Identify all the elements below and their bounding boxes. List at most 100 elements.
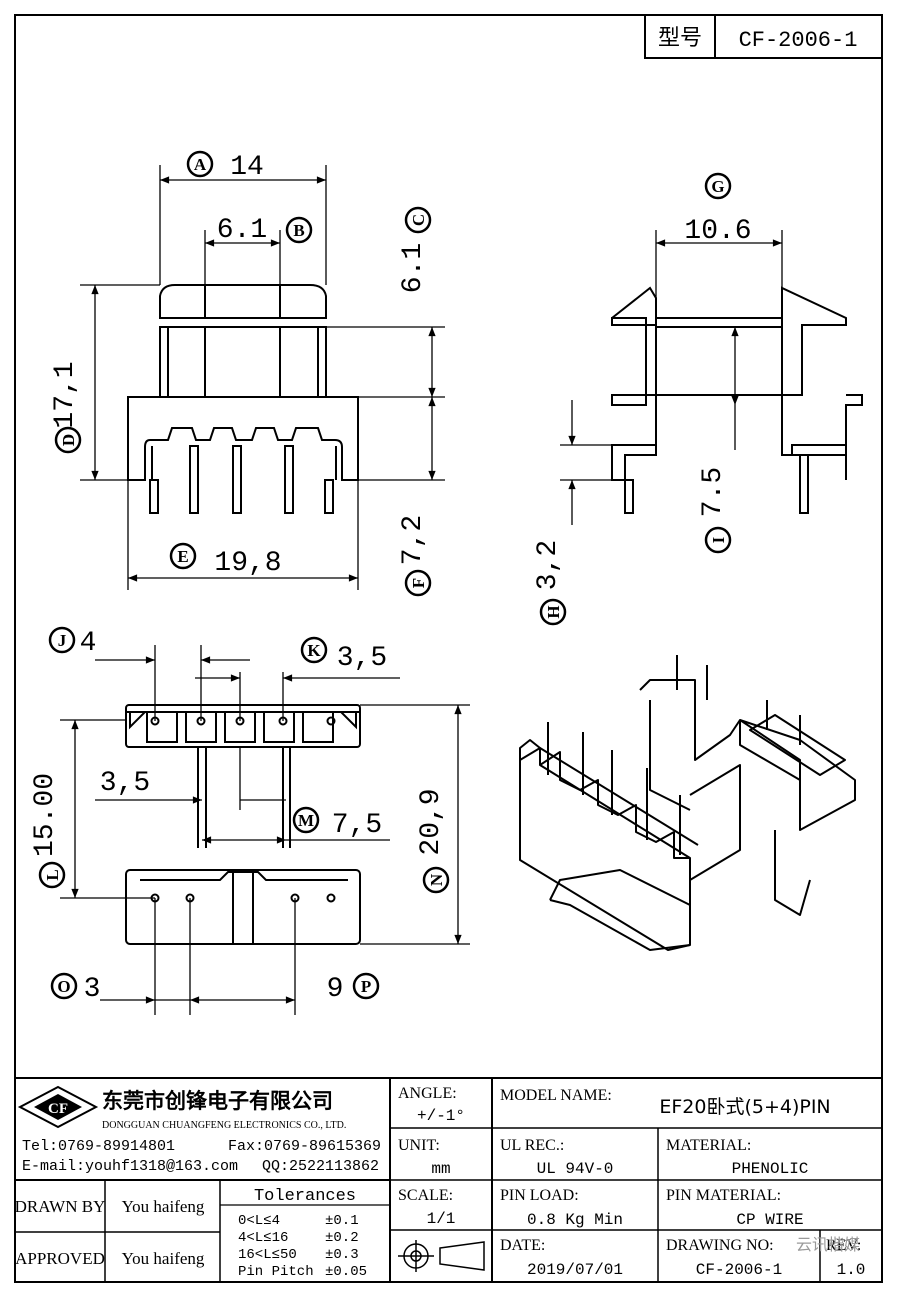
tol-range-3: 16<L≤50 [238,1247,297,1263]
material-label: MATERIAL: [666,1137,751,1154]
title-block [15,1077,882,1282]
tol-value-4: ±0.05 [325,1264,367,1280]
dim-n-value: 20,9 [416,788,447,855]
dim-letter-e: E [169,542,197,570]
rev-label: REV: [826,1237,861,1254]
company-name-en: DONGGUAN CHUANGFENG ELECTRONICS CO., LTD… [102,1120,346,1131]
dim-letter-h: H [539,598,567,626]
dim-c-value: 6.1 [398,243,429,293]
bottom-view [125,704,361,945]
tol-value-3: ±0.3 [325,1247,359,1263]
front-view [127,284,359,514]
scale-value: 1/1 [427,1210,456,1228]
dim-letter-p: P [352,972,380,1000]
approval-table: DRAWN BY You haifeng APPROVED You haifen… [15,1197,205,1268]
company-tel: Tel:0769-89914801 [22,1138,175,1155]
rev-value: 1.0 [837,1261,866,1279]
dim-m-value: 7,5 [332,810,382,841]
dim-e-value: 19,8 [214,548,281,579]
dim-letter-l-text: L [43,869,62,880]
dim-l-value: 15.00 [30,773,61,857]
date-value: 2019/07/01 [527,1261,623,1279]
dim-p-value: 9 [327,974,344,1005]
dim-letter-a-text: A [194,155,207,174]
dim-d-value: 17,1 [50,361,81,428]
tol-range-2: 4<L≤16 [238,1230,288,1246]
dim-g-value: 10.6 [684,216,751,247]
tolerances-title: Tolerances [254,1187,356,1206]
dim-o-value: 3 [84,974,101,1005]
model-label: 型号 [658,26,702,51]
angle-value: +/-1° [417,1107,465,1125]
dimension-letter-markers: A B C D E F G H I J K L M N O P [38,150,732,1000]
company-email: E-mail:youhf1318@163.com [22,1158,238,1175]
drawn-by-label: DRAWN BY [15,1197,106,1216]
dim-letter-b: B [285,216,313,244]
model-title-box: 型号 CF-2006-1 [644,14,883,59]
dim-letter-b-text: B [293,221,304,240]
dim-letter-i: I [704,526,732,554]
dim-i-value: 7.5 [698,467,729,517]
dim-f-value: 7,2 [398,515,429,565]
pin-material-value: CP WIRE [736,1211,803,1229]
isometric-view [519,655,856,951]
dimension-labels: 14 6.1 6.1 17,1 19,8 7,2 10.6 3,2 7.5 4 … [30,152,752,1005]
dim-letter-h-text: H [544,605,563,618]
drawing-no-value: CF-2006-1 [696,1261,782,1279]
dim-letter-d: D [54,426,82,454]
dim-letter-n-text: N [427,873,446,886]
model-name-label: MODEL NAME: [500,1087,612,1104]
tol-range-4: Pin Pitch [238,1264,314,1280]
dim-letter-o-text: O [57,977,70,996]
ul-value: UL 94V-0 [537,1160,614,1178]
projection-symbol-icon [398,1240,485,1272]
dim-letter-l: L [38,861,66,889]
date-label: DATE: [500,1237,545,1254]
side-view [611,286,863,514]
model-value: CF-2006-1 [739,28,858,53]
scale-label: SCALE: [398,1187,453,1204]
bottom-view-dims [60,645,470,1015]
dim-h-value: 3,2 [533,540,564,590]
dim-letter-f-text: F [409,578,428,588]
dim-letter-o: O [50,972,78,1000]
svg-text:CF: CF [48,1101,68,1117]
approved-label: APPROVED [15,1249,105,1268]
dim-letter-g: G [704,172,732,200]
dim-letter-n: N [422,866,450,894]
pin-material-label: PIN MATERIAL: [666,1187,781,1204]
dim-letter-d-text: D [59,434,78,446]
dim-letter-e-text: E [177,547,188,566]
company-info: 东莞市创锋电子有限公司 DONGGUAN CHUANGFENG ELECTRON… [22,1089,381,1175]
dim-letter-j: J [48,626,76,654]
dim-j-value: 4 [80,628,97,659]
approved-value: You haifeng [122,1249,205,1268]
angle-label: ANGLE: [398,1085,457,1102]
dim-letter-c-text: C [409,214,428,226]
side-view-dims [560,230,783,525]
unit-label: UNIT: [398,1137,440,1154]
dim-letter-k: K [300,636,328,664]
pin-load-value: 0.8 Kg Min [527,1211,623,1229]
dim-letter-m: M [292,806,320,834]
tolerance-table: Tolerances 0<L≤4 ±0.1 4<L≤16 ±0.2 16<L≤5… [238,1187,367,1280]
dim-inner-gap-value: 3,5 [100,768,150,799]
company-fax: Fax:0769-89615369 [228,1138,381,1155]
tol-range-1: 0<L≤4 [238,1213,280,1229]
material-value: PHENOLIC [732,1160,809,1178]
dim-k-value: 3,5 [337,643,387,674]
dim-letter-c: C [404,206,432,234]
dim-b-value: 6.1 [217,215,267,246]
drawing-no-label: DRAWING NO: [666,1237,774,1254]
tol-value-1: ±0.1 [325,1213,359,1229]
dim-letter-g-text: G [711,177,724,196]
model-name-value: EF20卧式(5+4)PIN [659,1096,830,1118]
info-left-column: ANGLE: +/-1° UNIT: mm SCALE: 1/1 [398,1085,465,1228]
dim-letter-p-text: P [361,977,371,996]
dim-letter-i-text: I [709,536,728,543]
dim-letter-f: F [404,569,432,597]
tol-value-2: ±0.2 [325,1230,359,1246]
dim-letter-m-text: M [298,811,314,830]
drawn-by-value: You haifeng [122,1197,205,1216]
